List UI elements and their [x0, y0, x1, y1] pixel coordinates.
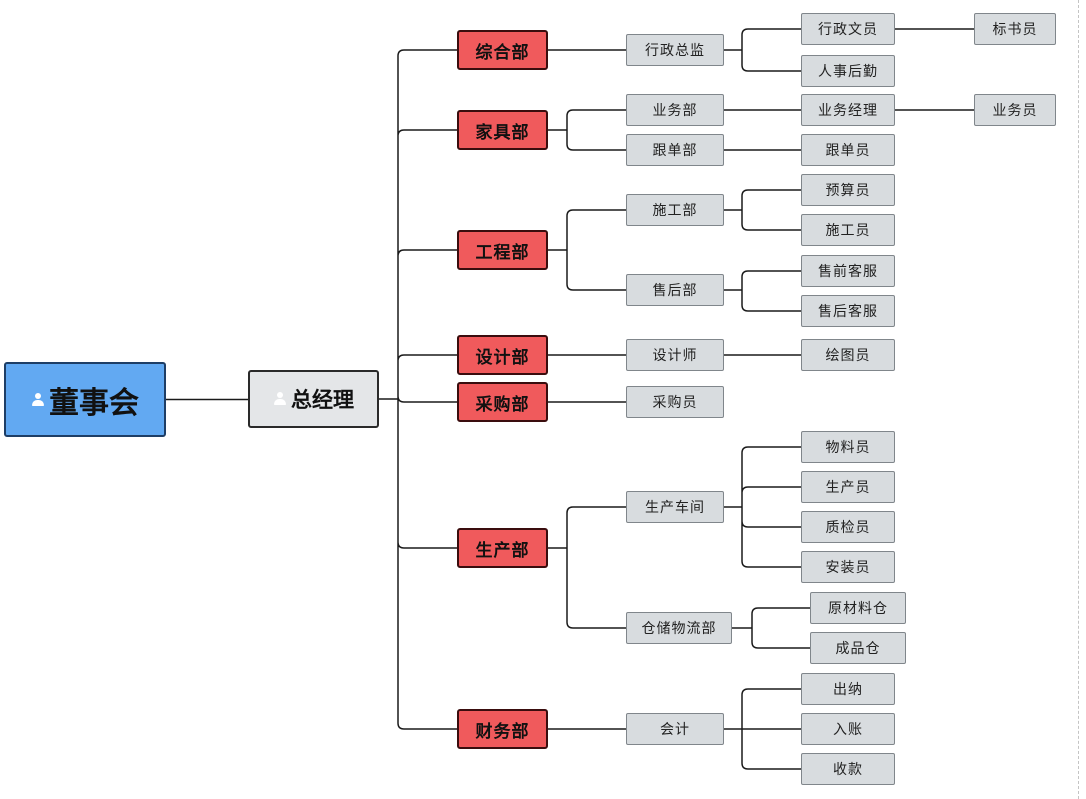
- dept-finance[interactable]: 财务部: [457, 709, 548, 749]
- general-manager-label: 总经理: [291, 387, 354, 412]
- connector-line: [732, 607, 810, 649]
- user-icon: [273, 392, 287, 406]
- dept-furniture[interactable]: 家具部: [457, 110, 548, 150]
- drafter-node[interactable]: 绘图员: [801, 339, 895, 371]
- installer-node[interactable]: 安装员: [801, 551, 895, 583]
- general-manager-node[interactable]: 总经理: [248, 370, 379, 428]
- budget-clerk-node[interactable]: 预算员: [801, 174, 895, 206]
- collections-node[interactable]: 收款: [801, 753, 895, 785]
- admin-clerk-node[interactable]: 行政文员: [801, 13, 895, 45]
- connector-line: [548, 209, 626, 291]
- dept-general-affairs[interactable]: 综合部: [457, 30, 548, 70]
- production-worker-node[interactable]: 生产员: [801, 471, 895, 503]
- presales-service-node[interactable]: 售前客服: [801, 255, 895, 287]
- connector-line: [724, 270, 801, 312]
- order-follow-dept-node[interactable]: 跟单部: [626, 134, 724, 166]
- dept-engineering[interactable]: 工程部: [457, 230, 548, 270]
- connector-line: [379, 49, 457, 730]
- connector-line: [724, 28, 801, 72]
- connector-line: [548, 506, 626, 629]
- business-manager-node[interactable]: 业务经理: [801, 94, 895, 126]
- page-edge-divider: [1078, 0, 1079, 799]
- finished-goods-warehouse-node[interactable]: 成品仓: [810, 632, 906, 664]
- dept-purchasing[interactable]: 采购部: [457, 382, 548, 422]
- bookkeeping-node[interactable]: 入账: [801, 713, 895, 745]
- dept-design[interactable]: 设计部: [457, 335, 548, 375]
- designer-node[interactable]: 设计师: [626, 339, 724, 371]
- aftersales-service-node[interactable]: 售后客服: [801, 295, 895, 327]
- hr-logistics-node[interactable]: 人事后勤: [801, 55, 895, 87]
- order-follower-node[interactable]: 跟单员: [801, 134, 895, 166]
- dept-production[interactable]: 生产部: [457, 528, 548, 568]
- constructor-node[interactable]: 施工员: [801, 214, 895, 246]
- connector-line: [724, 446, 801, 568]
- materials-clerk-node[interactable]: 物料员: [801, 431, 895, 463]
- accountant-node[interactable]: 会计: [626, 713, 724, 745]
- workshop-node[interactable]: 生产车间: [626, 491, 724, 523]
- chairman-node[interactable]: 董事会: [4, 362, 166, 437]
- business-dept-node[interactable]: 业务部: [626, 94, 724, 126]
- quality-inspector-node[interactable]: 质检员: [801, 511, 895, 543]
- user-icon: [31, 392, 45, 407]
- connector-line: [724, 688, 801, 770]
- connector-line: [724, 189, 801, 231]
- cashier-node[interactable]: 出纳: [801, 673, 895, 705]
- admin-director-node[interactable]: 行政总监: [626, 34, 724, 66]
- connector-line: [548, 109, 626, 151]
- after-sales-dept-node[interactable]: 售后部: [626, 274, 724, 306]
- raw-material-warehouse-node[interactable]: 原材料仓: [810, 592, 906, 624]
- construction-dept-node[interactable]: 施工部: [626, 194, 724, 226]
- bid-clerk-node[interactable]: 标书员: [974, 13, 1056, 45]
- chairman-label: 董事会: [49, 385, 139, 421]
- purchaser-node[interactable]: 采购员: [626, 386, 724, 418]
- salesperson-node[interactable]: 业务员: [974, 94, 1056, 126]
- warehouse-logistics-node[interactable]: 仓储物流部: [626, 612, 732, 644]
